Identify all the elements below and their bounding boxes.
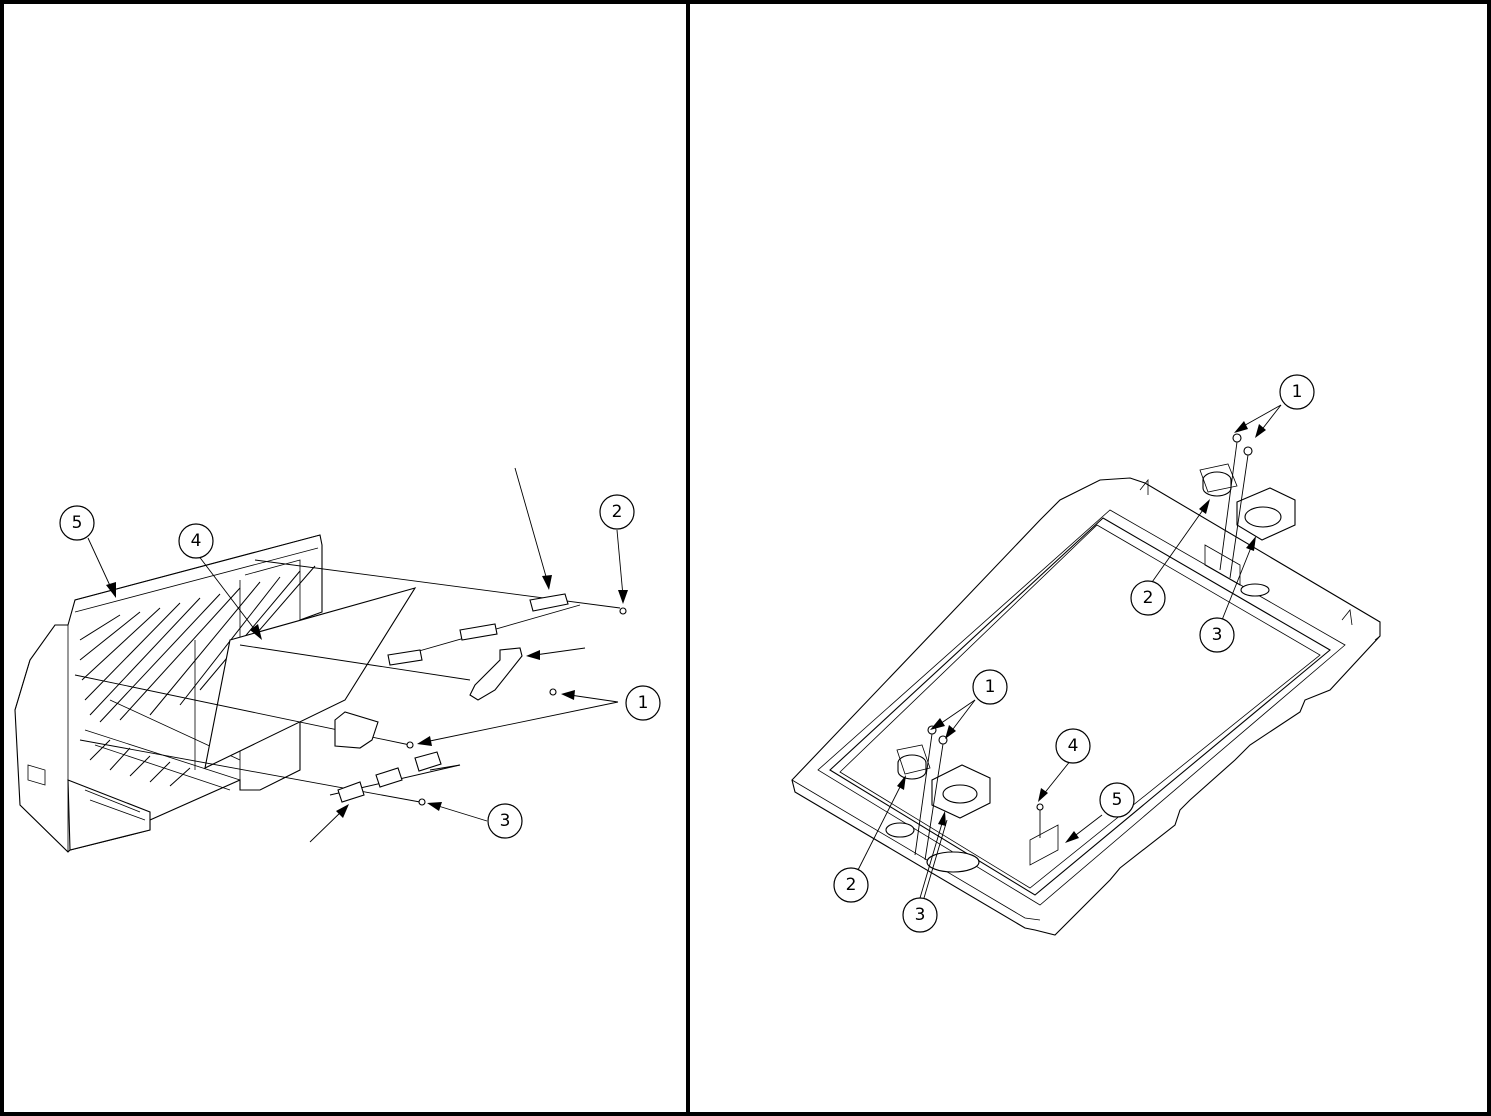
callout-balloon-2: 2	[600, 495, 634, 529]
callout-balloon-1-lower: 1	[973, 670, 1007, 704]
callout-label: 3	[500, 811, 511, 831]
callout-balloon-3-lower: 3	[903, 898, 937, 932]
left-exploded-view: 5 4 2 1 3	[15, 468, 660, 852]
callout-balloon-1-upper: 1	[1280, 375, 1314, 409]
callout-label: 1	[1292, 382, 1303, 402]
callout-label: 5	[72, 513, 83, 533]
callout-balloon-2-upper: 2	[1131, 581, 1165, 615]
callout-balloon-2-lower: 2	[834, 868, 868, 902]
callout-balloon-5: 5	[1100, 783, 1134, 817]
callout-label: 2	[612, 502, 623, 522]
right-frame-view: 1 2 3 1 2 3 4 5	[792, 375, 1380, 935]
callout-label: 3	[915, 905, 926, 925]
callout-balloon-3: 3	[488, 804, 522, 838]
callout-balloon-5: 5	[60, 506, 94, 540]
callout-label: 2	[1143, 588, 1154, 608]
callout-balloon-4: 4	[1056, 729, 1090, 763]
callout-label: 1	[985, 677, 996, 697]
callout-label: 2	[846, 875, 857, 895]
callout-label: 3	[1212, 625, 1223, 645]
callout-label: 4	[1068, 736, 1079, 756]
callout-label: 1	[638, 693, 649, 713]
callout-label: 4	[191, 531, 202, 551]
callout-balloon-3-upper: 3	[1200, 618, 1234, 652]
callout-balloon-1: 1	[626, 686, 660, 720]
callout-label: 5	[1112, 790, 1123, 810]
callout-balloon-4: 4	[179, 524, 213, 558]
